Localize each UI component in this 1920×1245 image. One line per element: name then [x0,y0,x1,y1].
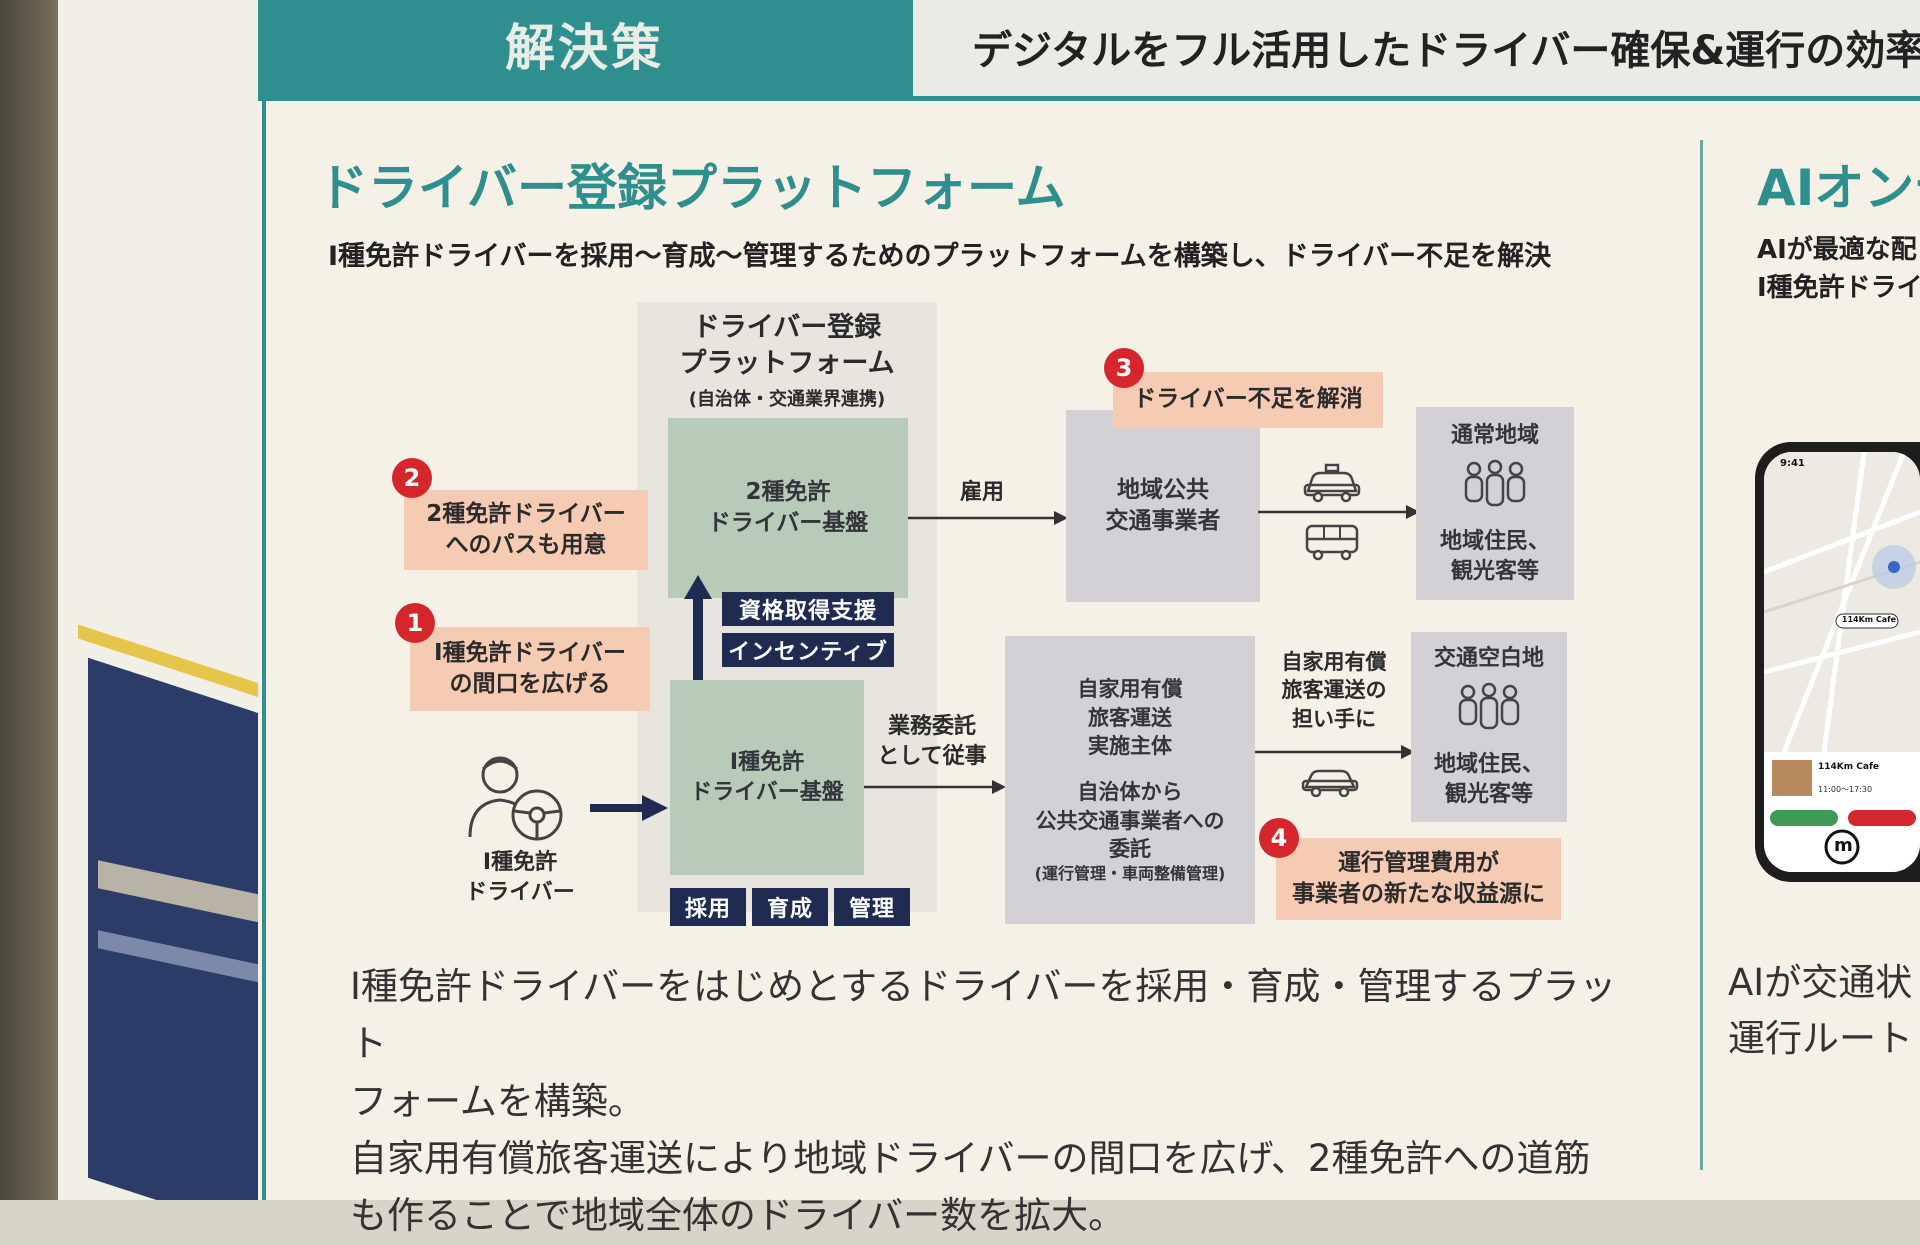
phone-map-label: 114Km Cafe [1841,615,1897,624]
right-body-text: AIが交通状 運行ルート [1728,961,1913,1060]
phone-card-title: 114Km Cafe [1818,762,1879,772]
callout-4-badge: 4 [1259,818,1299,858]
people-group-icon [1464,459,1526,506]
upgrade-arrow-icon [684,575,712,680]
self-transport-box: 自家用有償 旅客運送 実施主体 自治体から 公共交通事業者への 委託 (運行管理… [1005,636,1255,924]
header-label-band [258,0,913,100]
callout-new-revenue: 運行管理費用が事業者の新たな収益源に [1276,838,1561,920]
label-employment: 雇用 [959,480,1004,505]
section-subtitle: I種免許ドライバーを採用〜育成〜管理するためのプラットフォームを構築し、ドライバ… [328,241,1552,272]
label-carrier: 自家用有償 旅客運送の 担い手に [1281,650,1387,731]
board-left-border [262,100,266,1200]
callout-2nd-license-path: 2種免許ドライバーへのパスも用意 [404,490,648,570]
arrow-to-normal-area-icon [1258,505,1420,519]
right-section-title: AIオンデ [1757,159,1920,217]
phone-time: 9:41 [1780,458,1805,469]
button-train: 育成 [752,888,828,926]
callout-1-badge: 1 [395,603,435,643]
callout-3-badge: 3 [1104,348,1144,388]
driver-with-wheel-icon [468,756,563,841]
section-title: ドライバー登録プラットフォーム [318,159,1066,217]
callout-2-badge: 2 [392,458,432,498]
base1-box: I種免許ドライバー基盤 [670,680,864,875]
body-paragraph: I種免許ドライバーをはじめとするドライバーを採用・育成・管理するプラット フォー… [350,965,1617,1238]
platform-title: ドライバー登録 プラットフォーム [679,312,895,380]
support-button-incentive: インセンティブ [722,633,894,667]
support-button-qualification: 資格取得支援 [722,592,894,626]
arrow-outsourcing-icon [864,780,1006,794]
arrow-right-icon [590,795,668,821]
button-recruit: 採用 [670,888,746,926]
normal-area-box: 通常地域 地域住民、 観光客等 [1416,407,1574,600]
people-group-icon [1458,682,1520,729]
bus-icon [1305,524,1359,561]
label-outsourcing: 業務委託として従事 [877,714,987,769]
section-divider [1700,140,1703,1170]
smartphone-map-screen: 9:41 114Km Cafe 114Km Cafe 11:00〜17:30 m [1764,452,1920,872]
callout-solve-shortage: ドライバー不足を解消 [1113,372,1383,428]
map-icon [1764,452,1920,872]
arrow-employment-icon [908,511,1068,525]
driver-label: I種免許ドライバー [465,850,575,905]
button-manage: 管理 [834,888,910,926]
phone-app-logo: m [1834,835,1853,856]
header-label: 解決策 [505,19,664,77]
right-section-subtitle: AIが最適な配 I種免許ドライ [1757,235,1920,303]
platform-note: (自治体・交通業界連携) [688,389,886,410]
header-tagline-band [913,0,1920,100]
car-icon [1301,769,1359,797]
header-rule [258,96,1920,101]
operator-box: 地域公共交通事業者 [1066,410,1260,602]
taxi-icon [1303,463,1361,503]
arrow-to-blank-area-icon [1255,745,1415,759]
phone-card-hours: 11:00〜17:30 [1818,785,1873,794]
adjacent-panel [58,0,288,1200]
callout-widen-entry: I種免許ドライバーの間口を広げる [410,627,650,711]
header-tagline: デジタルをフル活用したドライバー確保&運行の効率化 [972,28,1920,74]
base2-box: 2種免許ドライバー基盤 [668,418,908,598]
blank-area-box: 交通空白地 地域住民、 観光客等 [1411,632,1567,822]
